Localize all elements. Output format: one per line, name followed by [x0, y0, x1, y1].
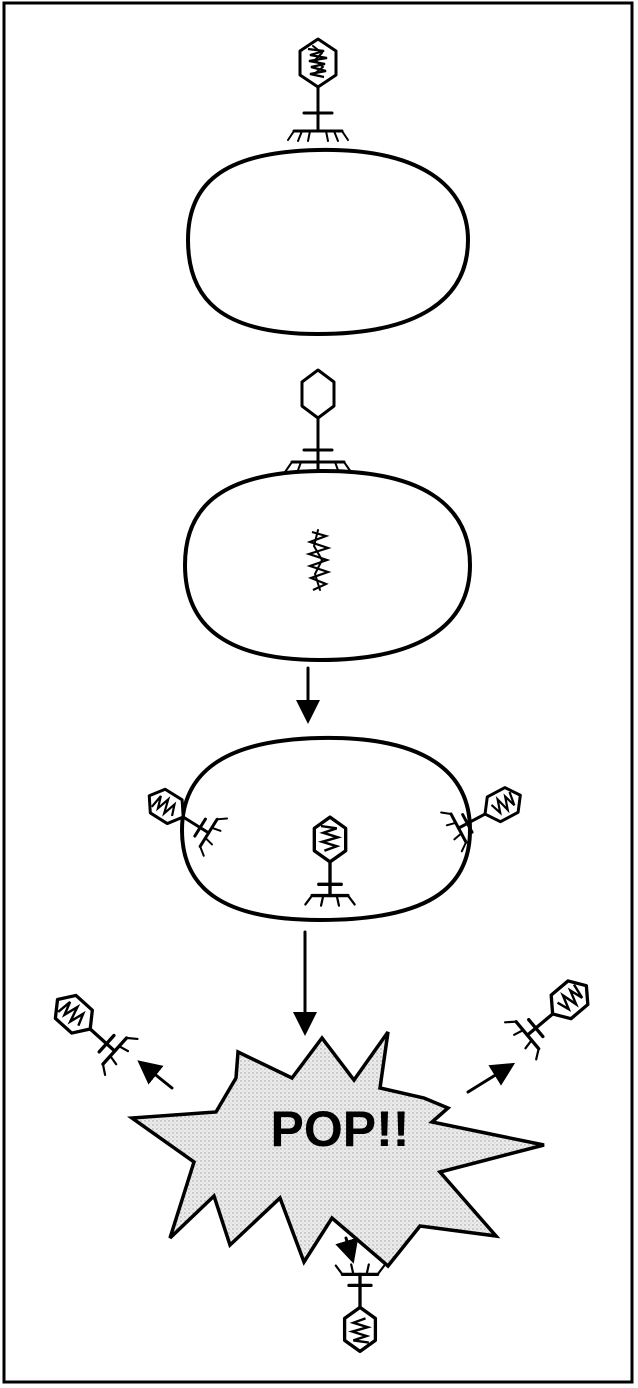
released-phage-left: [39, 979, 140, 1078]
release-arrow-right: [466, 1062, 516, 1094]
released-phage-bottom: [334, 1262, 386, 1354]
lysis-burst: [127, 1030, 545, 1269]
host-cell-2: [182, 468, 473, 663]
attaching-phage: [286, 37, 350, 143]
pop-label: POP!!: [271, 1101, 410, 1157]
release-arrow-left: [137, 1060, 174, 1090]
stage-2-injection: [182, 368, 473, 663]
release-arrow-bottom: [335, 1236, 359, 1264]
released-phage-right: [502, 965, 604, 1062]
empty-phage-ghost: [283, 368, 353, 475]
host-cell-1: [185, 147, 471, 337]
stage-1-attachment: [185, 37, 471, 337]
stage-3-assembly: [136, 735, 533, 923]
stage-4-lysis: POP!!: [39, 965, 604, 1354]
